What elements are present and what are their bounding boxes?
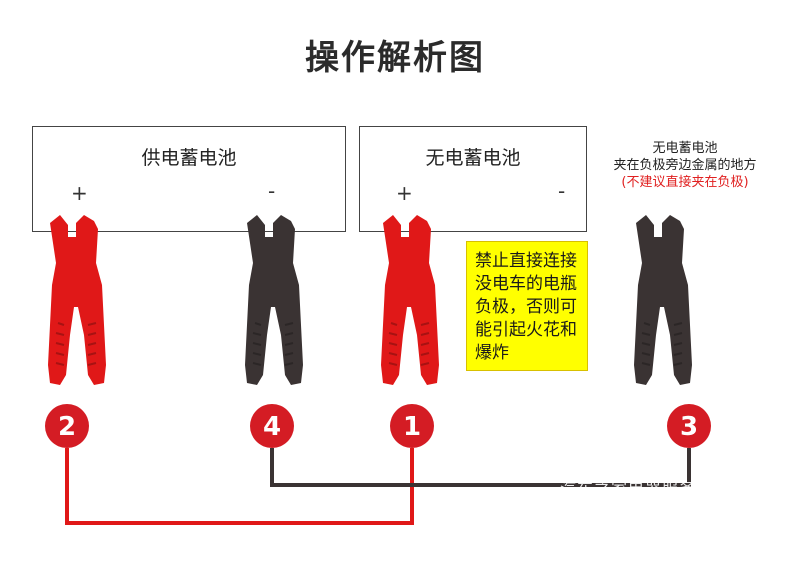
- step-4-label: 4: [263, 412, 281, 442]
- step-2-badge: 2: [45, 404, 89, 448]
- ground-note-warning: (不建议直接夹在负极): [621, 175, 749, 190]
- step-1-badge: 1: [390, 404, 434, 448]
- donor-battery-label: 供电蓄电池: [141, 147, 237, 169]
- warning-line-3: 负极，否则可: [475, 297, 577, 317]
- step-2-label: 2: [58, 412, 76, 442]
- ground-point-note: 无电蓄电池 夹在负极旁边金属的地方 (不建议直接夹在负极): [590, 140, 780, 191]
- dead-battery-label: 无电蓄电池: [425, 147, 521, 169]
- dead-positive-terminal: +: [396, 181, 413, 205]
- donor-positive-terminal: +: [71, 181, 88, 205]
- ground-note-line2: 夹在负极旁边金属的地方: [613, 158, 757, 173]
- step-3-badge: 3: [667, 404, 711, 448]
- donor-battery: 供电蓄电池 + -: [32, 126, 346, 232]
- step-3-label: 3: [680, 412, 698, 442]
- red-clamp-dead: [380, 214, 440, 386]
- step-4-badge: 4: [250, 404, 294, 448]
- warning-line-2: 没电车的电瓶: [475, 274, 577, 294]
- ground-note-line1: 无电蓄电池: [652, 141, 718, 156]
- diagram-title: 操作解析图: [305, 38, 485, 78]
- black-clamp-ground: [633, 214, 693, 386]
- watermark: 汽车之家电器服务: [560, 479, 697, 498]
- warning-line-5: 爆炸: [475, 343, 509, 363]
- warning-box: 禁止直接连接 没电车的电瓶 负极，否则可 能引起火花和 爆炸: [466, 241, 588, 371]
- step-1-label: 1: [403, 412, 421, 442]
- warning-line-4: 能引起火花和: [475, 320, 577, 340]
- dead-negative-terminal: -: [558, 179, 566, 203]
- warning-line-1: 禁止直接连接: [475, 251, 577, 271]
- black-clamp-donor: [244, 214, 304, 386]
- red-clamp-donor: [47, 214, 107, 386]
- donor-negative-terminal: -: [268, 179, 276, 203]
- dead-battery: 无电蓄电池 + -: [359, 126, 587, 232]
- black-cable: [270, 448, 691, 487]
